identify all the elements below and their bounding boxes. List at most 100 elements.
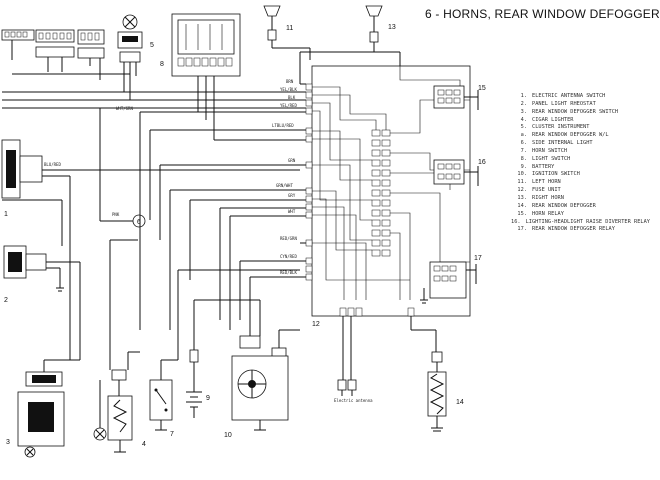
diagram-title: 6 - HORNS, REAR WINDOW DEFOGGER bbox=[425, 7, 660, 21]
legend-item-text: REAR WINDOW DEFOGGER W/L bbox=[532, 132, 609, 139]
legend-item: 4. CIGAR LIGHTER bbox=[511, 117, 640, 125]
legend-item: 11. LEFT HORN bbox=[511, 179, 640, 187]
legend-item-text: LIGHT SWITCH bbox=[532, 155, 571, 162]
legend-item: 2. PANEL LIGHT RHEOSTAT bbox=[511, 101, 640, 109]
legend-item-text: BATTERY bbox=[532, 163, 555, 170]
horn-switch bbox=[149, 269, 300, 431]
legend-item-text: ELECTRIC ANTENNA SWITCH bbox=[532, 93, 606, 99]
component-number-12: 12 bbox=[312, 321, 320, 328]
cluster-instrument bbox=[117, 14, 143, 100]
legend-item-number: 1. bbox=[520, 93, 527, 99]
legend-item-text: LIGHTING-HEADLIGHT RAISE DIVERTER RELAY bbox=[525, 218, 650, 225]
legend-item-text: HORN SWITCH bbox=[532, 147, 568, 154]
battery bbox=[186, 299, 260, 418]
component-legend: 1. ELECTRIC ANTENNA SWITCH 2. PANEL LIGH… bbox=[511, 93, 650, 234]
legend-item-number: 12. bbox=[517, 187, 527, 194]
legend-item-number: 17. bbox=[517, 226, 527, 233]
wire-label-gry: GRY bbox=[288, 193, 296, 198]
wire-label-wht: WHT bbox=[288, 209, 296, 214]
wire-label-brn: BRN bbox=[286, 79, 294, 84]
wire-label-cyn-red: CYN/RED bbox=[280, 254, 297, 259]
legend-item-number: 9. bbox=[520, 163, 527, 170]
component-number-8: 8 bbox=[160, 61, 164, 68]
legend-item-text: LEFT HORN bbox=[532, 179, 561, 186]
component-number-4: 4 bbox=[142, 441, 146, 448]
legend-item-number: 15. bbox=[517, 210, 527, 217]
legend-item: 7. HORN SWITCH bbox=[511, 148, 640, 156]
light-switch bbox=[171, 13, 241, 140]
wire-label-blk: BLK bbox=[288, 95, 296, 100]
cigar-lighter bbox=[93, 239, 140, 453]
fuse-unit bbox=[305, 65, 471, 380]
legend-item: 8. LIGHT SWITCH bbox=[511, 156, 640, 164]
wire-labels: BRN YEL/BLK BLK YEL/RED LTBLU/RED GRN GR… bbox=[44, 79, 373, 403]
legend-item-number: 14. bbox=[517, 202, 527, 209]
legend-item: 6. SIDE INTERNAL LIGHT bbox=[511, 140, 640, 148]
legend-item: 1. ELECTRIC ANTENNA SWITCH bbox=[511, 93, 640, 101]
legend-item-number: a. bbox=[520, 132, 527, 139]
defogger-switch bbox=[17, 262, 81, 458]
wire-label-pnk: PNK bbox=[112, 212, 120, 217]
legend-item: 12. FUSE UNIT bbox=[511, 187, 640, 195]
wire-label-antenna: Electric antenna bbox=[334, 398, 373, 403]
legend-item-text: FUSE UNIT bbox=[532, 187, 561, 194]
component-number-17: 17 bbox=[474, 255, 482, 262]
legend-item-number: 16. bbox=[511, 218, 521, 225]
wire-label-grn-wht: GRN/WHT bbox=[276, 183, 293, 188]
legend-item-number: 13. bbox=[517, 194, 527, 201]
legend-item-text: SIDE INTERNAL LIGHT bbox=[532, 140, 593, 147]
wire-label-yel-blk: YEL/BLK bbox=[280, 87, 297, 92]
component-number-13: 13 bbox=[388, 24, 396, 31]
legend-item: 10. IGNITION SWITCH bbox=[511, 171, 640, 179]
top-left-connectors bbox=[1, 29, 300, 109]
rear-window-defogger bbox=[427, 351, 447, 432]
legend-item-number: 2. bbox=[520, 100, 527, 107]
legend-item-number: 6. bbox=[520, 140, 527, 147]
legend-item-number: 8. bbox=[520, 155, 527, 162]
harness-lines bbox=[139, 83, 306, 330]
legend-item-number: 4. bbox=[520, 116, 527, 123]
component-number-3: 3 bbox=[6, 439, 10, 446]
component-number-1: 1 bbox=[4, 211, 8, 218]
wire-label-ltblu-red: LTBLU/RED bbox=[272, 123, 294, 128]
component-number-5: 5 bbox=[150, 42, 154, 49]
component-number-10: 10 bbox=[224, 432, 232, 439]
wiring-diagram: BRN YEL/BLK BLK YEL/RED LTBLU/RED GRN GR… bbox=[1, 5, 486, 458]
legend-item-text: CIGAR LIGHTER bbox=[532, 116, 574, 123]
horn-relay bbox=[433, 85, 479, 110]
antenna-switch bbox=[1, 139, 300, 360]
legend-item-number: 11. bbox=[517, 179, 527, 186]
legend-item-text: REAR WINDOW DEFOGGER bbox=[532, 202, 596, 209]
legend-item: 15. HORN RELAY bbox=[511, 211, 640, 219]
legend-item: a. REAR WINDOW DEFOGGER W/L bbox=[511, 132, 640, 140]
lighting-relay bbox=[433, 159, 479, 186]
legend-item: 14. REAR WINDOW DEFOGGER bbox=[511, 203, 640, 211]
left-horn bbox=[263, 5, 310, 49]
legend-item-text: PANEL LIGHT RHEOSTAT bbox=[532, 100, 596, 107]
electric-antenna-connector bbox=[337, 379, 357, 396]
legend-item: 3. REAR WINDOW DEFOGGER SWITCH bbox=[511, 109, 640, 117]
component-number-2: 2 bbox=[4, 297, 8, 304]
legend-item: 16. LIGHTING-HEADLIGHT RAISE DIVERTER RE… bbox=[511, 218, 650, 227]
component-number-14: 14 bbox=[456, 399, 464, 406]
component-numbers: 1 2 3 4 5 6 7 8 9 10 11 12 13 14 15 16 1… bbox=[4, 24, 486, 448]
right-horn bbox=[299, 5, 401, 84]
component-number-7: 7 bbox=[170, 431, 174, 438]
defogger-relay bbox=[420, 261, 477, 304]
legend-item: 5. CLUSTER INSTRUMENT bbox=[511, 124, 640, 132]
panel-light-rheostat bbox=[3, 245, 80, 292]
component-number-11: 11 bbox=[286, 25, 293, 32]
wire-label-blu-red: BLU/RED bbox=[44, 162, 61, 167]
legend-item: 17. REAR WINDOW DEFOGGER RELAY bbox=[511, 226, 640, 234]
legend-item: 13. RIGHT HORN bbox=[511, 195, 640, 203]
wire-label-grn: GRN bbox=[288, 158, 296, 163]
legend-item-number: 7. bbox=[520, 147, 527, 154]
legend-item-text: HORN RELAY bbox=[532, 210, 564, 217]
legend-item-number: 5. bbox=[520, 124, 527, 131]
legend-item-text: REAR WINDOW DEFOGGER SWITCH bbox=[532, 108, 619, 115]
side-internal-light bbox=[99, 108, 146, 228]
wire-label-wht-grn: WHT/GRN bbox=[116, 106, 133, 111]
legend-item-number: 3. bbox=[520, 108, 527, 115]
legend-item-text: REAR WINDOW DEFOGGER RELAY bbox=[532, 226, 615, 233]
component-number-16: 16 bbox=[478, 159, 486, 166]
